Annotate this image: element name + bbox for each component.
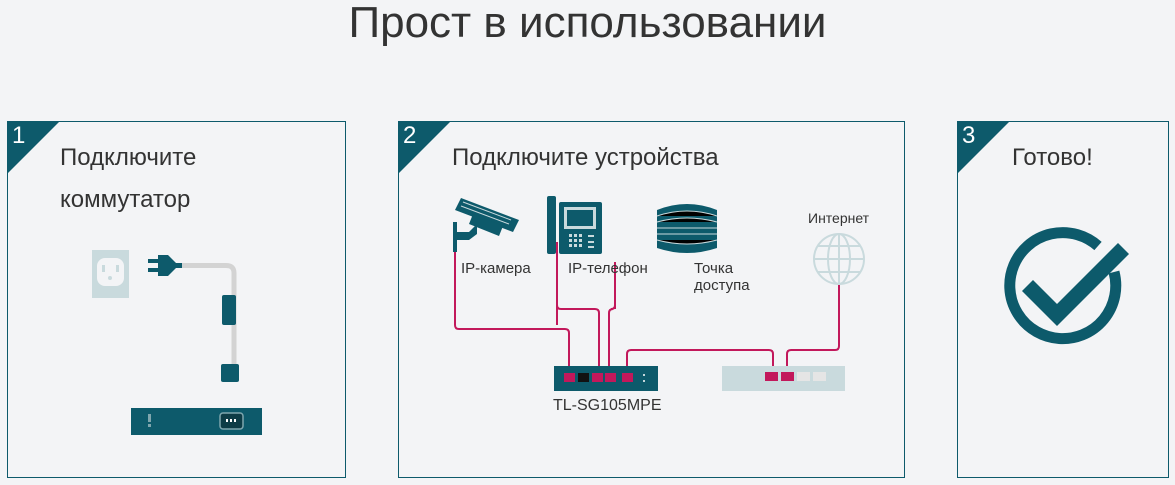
step-card-2: 2 Подключите устройства	[398, 121, 905, 478]
power-plug-icon	[148, 255, 239, 382]
device-label-ip-camera: IP-камера	[461, 260, 531, 277]
device-label-access-point-line2: доступа	[694, 277, 750, 294]
device-label-ip-phone: IP-телефон	[568, 260, 648, 277]
step-card-1: 1 Подключите коммутатор	[7, 121, 346, 478]
step-number: 1	[12, 122, 26, 149]
step-number: 2	[403, 122, 417, 149]
step-title-line2: коммутатор	[60, 186, 191, 213]
power-outlet-icon	[92, 250, 129, 298]
page-title: Прост в использовании	[348, 0, 827, 47]
step-title-line1: Подключите	[60, 144, 197, 171]
device-label-internet: Интернет	[808, 210, 870, 226]
router-icon	[722, 366, 845, 391]
network-diagram	[453, 196, 865, 391]
step-title: Подключите устройства	[452, 144, 719, 171]
ip-camera-icon	[453, 198, 519, 252]
step-corner-badge	[957, 121, 1010, 174]
ip-phone-icon	[547, 196, 602, 254]
switch-back-panel-icon	[131, 408, 262, 435]
step-number: 3	[962, 122, 976, 149]
switch-model-label: TL-SG105MPE	[553, 397, 662, 414]
device-label-access-point-line1: Точка	[694, 260, 734, 277]
power-connection-illustration	[92, 250, 262, 435]
globe-icon	[813, 233, 865, 285]
step-corner-badge	[398, 121, 451, 174]
step-card-3: 3 Готово!	[957, 121, 1169, 478]
step-corner-badge	[7, 121, 60, 174]
step-title: Готово!	[1012, 144, 1093, 171]
switch-tl-sg105mpe-icon	[554, 366, 658, 391]
access-point-icon	[656, 204, 718, 253]
check-circle-icon	[1004, 227, 1129, 345]
cable-lines	[454, 242, 840, 367]
